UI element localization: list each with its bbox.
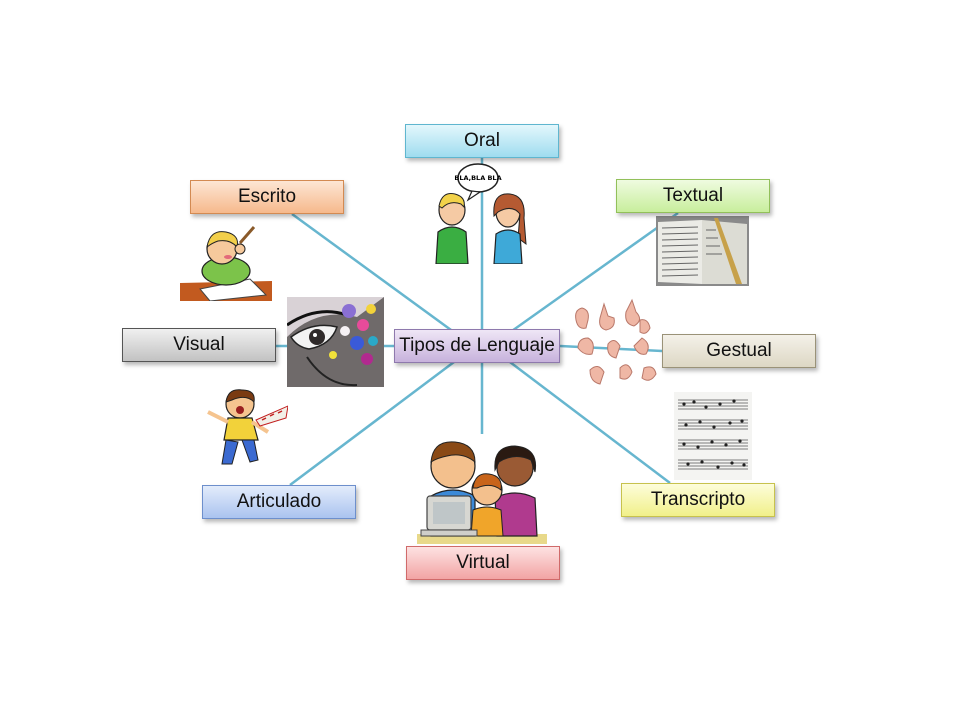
sign-language-hands-icon: [575, 298, 657, 385]
eye-art-icon: [287, 297, 384, 387]
node-gestual: Gestual: [662, 334, 816, 368]
children-at-computer-icon: [417, 441, 547, 544]
open-book-photo-icon: [656, 216, 749, 286]
sheet-music-icon: [674, 392, 752, 480]
shouting-boy-icon: [207, 389, 288, 465]
node-escrito: Escrito: [190, 180, 344, 214]
central-topic-label: Tipos de Lenguaje: [399, 335, 555, 356]
connector-articulado: [289, 355, 463, 486]
node-visual-label: Visual: [173, 334, 225, 355]
two-people-talking-icon: BLA,BLA BLA: [435, 163, 527, 264]
connector-textual: [501, 211, 679, 340]
node-escrito-label: Escrito: [237, 186, 297, 207]
child-writing-icon: [180, 226, 272, 301]
speech-bubble-text: BLA,BLA BLA: [454, 174, 501, 182]
node-textual: Textual: [616, 179, 770, 213]
node-oral-label: Oral: [464, 130, 500, 151]
node-transcripto-label: Transcripto: [650, 489, 746, 510]
node-articulado: Articulado: [202, 485, 356, 519]
node-virtual: Virtual: [406, 546, 560, 580]
node-visual: Visual: [122, 328, 276, 362]
connector-transcripto: [501, 355, 671, 484]
node-articulado-label: Articulado: [236, 491, 322, 512]
node-gestual-label: Gestual: [706, 340, 772, 361]
central-topic: Tipos de Lenguaje: [394, 329, 560, 363]
node-transcripto: Transcripto: [621, 483, 775, 517]
node-oral: Oral: [405, 124, 559, 158]
connector-escrito: [291, 212, 463, 340]
node-textual-label: Textual: [662, 185, 724, 206]
node-virtual-label: Virtual: [456, 552, 510, 573]
